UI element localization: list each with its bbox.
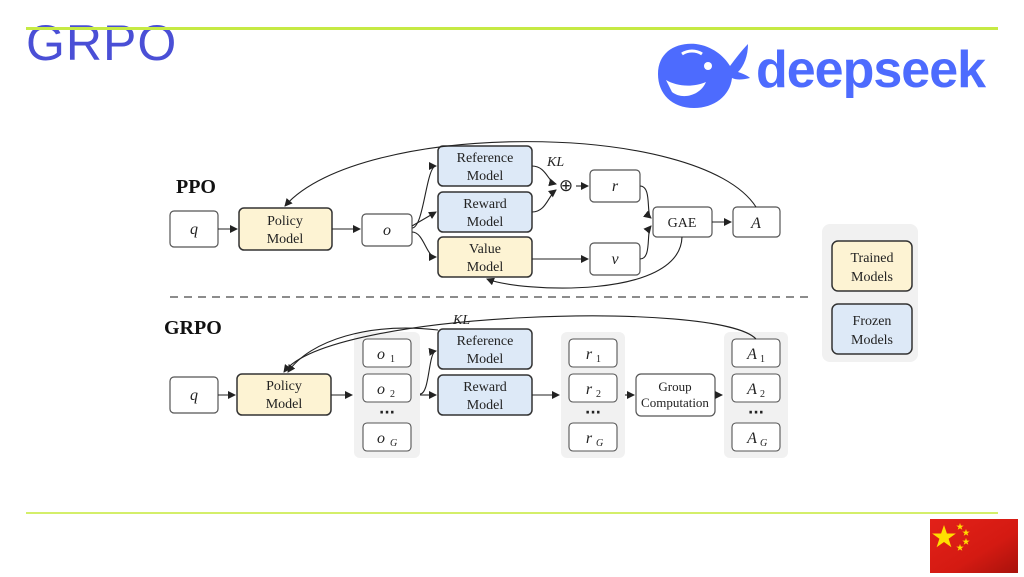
ppo-a-label: A	[750, 215, 761, 232]
grpo-adv-g-sub: G	[760, 438, 767, 449]
grpo-q-label: q	[190, 387, 198, 404]
ppo-q-box: q	[169, 210, 219, 248]
logo-text: deepseek	[756, 41, 986, 99]
grpo-policy-model: Policy Model	[236, 373, 332, 416]
top-accent-rule	[26, 27, 998, 30]
grpo-output-1-label: o	[377, 346, 385, 363]
ppo-value-line1: Value	[469, 242, 501, 257]
legend-frozen-line1: Frozen	[853, 314, 892, 329]
grpo-reference-model: Reference Model	[437, 328, 533, 370]
ppo-kl-label: KL	[546, 155, 564, 170]
grpo-reward-2-sub: 2	[596, 389, 601, 400]
grpo-output-g-label: o	[377, 430, 385, 447]
grpo-adv-1: A 1	[731, 338, 781, 368]
ppo-o-label: o	[383, 222, 391, 239]
ppo-label: PPO	[176, 176, 216, 198]
grpo-group-computation: Group Computation	[635, 373, 716, 417]
grpo-adv-2-sub: 2	[760, 389, 765, 400]
grpo-output-1-sub: 1	[390, 354, 395, 365]
ppo-value-model: Value Model	[437, 236, 533, 278]
grpo-reward-line2: Model	[467, 398, 504, 413]
legend-frozen-line2: Models	[851, 333, 893, 348]
ppo-reference-model: Reference Model	[437, 145, 533, 187]
grpo-reference-line2: Model	[467, 352, 504, 367]
grpo-reward-g-label: r	[586, 430, 593, 447]
grpo-output-2-sub: 2	[390, 389, 395, 400]
legend-frozen: Frozen Models	[831, 303, 913, 355]
slide-title: GRPO	[26, 15, 178, 71]
grpo-advantages-ellipsis: ···	[748, 405, 764, 421]
ppo-v-box: v	[589, 242, 641, 276]
grpo-group-line1: Group	[658, 379, 691, 394]
grpo-reward-1-label: r	[586, 346, 593, 363]
grpo-adv-g-label: A	[746, 430, 757, 447]
ppo-plus-icon: ⊕	[559, 176, 573, 196]
grpo-reward-2-label: r	[586, 381, 593, 398]
grpo-output-2: o 2	[362, 373, 412, 403]
legend-trained: Trained Models	[831, 240, 913, 292]
grpo-adv-2: A 2	[731, 373, 781, 403]
grpo-policy-line2: Model	[266, 397, 303, 412]
grpo-adv-1-sub: 1	[760, 354, 765, 365]
legend-trained-line2: Models	[851, 270, 893, 285]
ppo-v-label: v	[611, 251, 619, 268]
grpo-outputs-ellipsis: ···	[379, 405, 395, 421]
grpo-adv-1-label: A	[746, 346, 757, 363]
ppo-policy-model: Policy Model	[238, 207, 333, 251]
grpo-policy-line1: Policy	[266, 379, 302, 394]
grpo-rewards-ellipsis: ···	[585, 405, 601, 421]
ppo-gae-label: GAE	[668, 216, 697, 231]
bottom-accent-rule	[26, 512, 998, 514]
grpo-output-g-sub: G	[390, 438, 397, 449]
ppo-reward-model: Reward Model	[437, 191, 533, 233]
ppo-arrows	[218, 141, 757, 289]
grpo-group-line2: Computation	[641, 395, 709, 410]
grpo-adv-g: A G	[731, 422, 781, 452]
grpo-reward-1: r 1	[568, 338, 618, 368]
grpo-output-g: o G	[362, 422, 412, 452]
grpo-reward-g-sub: G	[596, 438, 603, 449]
grpo-adv-2-label: A	[746, 381, 757, 398]
grpo-output-2-label: o	[377, 381, 385, 398]
china-flag-icon	[930, 519, 1018, 573]
grpo-reward-line1: Reward	[463, 380, 507, 395]
whale-icon	[658, 43, 750, 108]
grpo-reward-1-sub: 1	[596, 354, 601, 365]
ppo-reference-line2: Model	[467, 169, 504, 184]
ppo-r-box: r	[589, 169, 641, 203]
ppo-r-label: r	[612, 178, 619, 195]
grpo-reward-2: r 2	[568, 373, 618, 403]
grpo-arrows	[218, 315, 757, 399]
ppo-policy-line2: Model	[267, 232, 304, 247]
grpo-label: GRPO	[164, 317, 222, 339]
deepseek-logo: deepseek	[652, 36, 1002, 112]
grpo-output-1: o 1	[362, 338, 412, 368]
grpo-q-box: q	[169, 376, 219, 414]
grpo-reward-model: Reward Model	[437, 374, 533, 416]
ppo-gae-box: GAE	[652, 206, 713, 238]
ppo-reward-line2: Model	[467, 215, 504, 230]
ppo-q-label: q	[190, 221, 198, 238]
ppo-a-box: A	[732, 206, 781, 238]
grpo-kl-label: KL	[452, 313, 470, 328]
ppo-value-line2: Model	[467, 260, 504, 275]
grpo-reference-line1: Reference	[457, 334, 514, 349]
ppo-reference-line1: Reference	[457, 151, 514, 166]
grpo-reward-g: r G	[568, 422, 618, 452]
ppo-o-box: o	[361, 213, 413, 247]
ppo-reward-line1: Reward	[463, 197, 507, 212]
legend-trained-line1: Trained	[850, 251, 893, 266]
ppo-policy-line1: Policy	[267, 214, 303, 229]
